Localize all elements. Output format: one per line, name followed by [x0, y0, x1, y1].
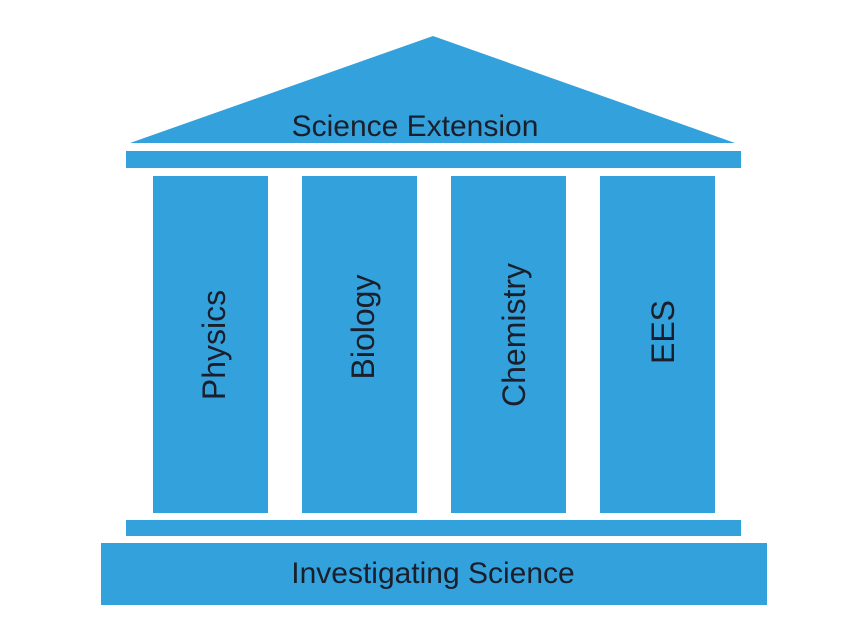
roof-beam: [126, 151, 741, 168]
foundation-label: Investigating Science: [291, 557, 575, 590]
pillar-label-physics: Physics: [196, 290, 232, 400]
roof-label: Science Extension: [292, 110, 539, 143]
pillar-label-biology: Biology: [345, 275, 381, 380]
pillar-label-chemistry: Chemistry: [496, 263, 532, 407]
pillar-biology: [302, 176, 417, 513]
pillar-ees: [600, 176, 715, 513]
pillar-label-ees: EES: [645, 300, 681, 364]
pillar-physics: [153, 176, 268, 513]
pillar-chemistry: [451, 176, 566, 513]
foundation: [101, 543, 767, 605]
roof-triangle: [130, 36, 735, 143]
base-step: [126, 520, 741, 536]
